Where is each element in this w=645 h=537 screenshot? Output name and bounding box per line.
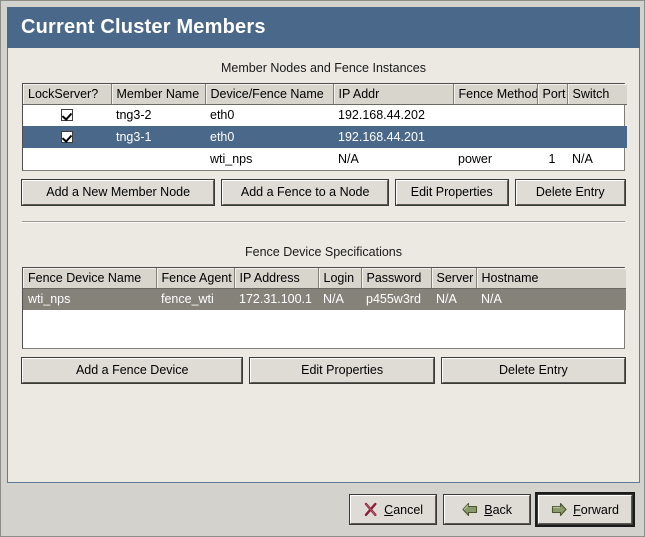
cancel-button-label: Cancel bbox=[384, 503, 423, 517]
fence-section-caption: Fence Device Specifications bbox=[244, 245, 403, 259]
cell-lockserver[interactable] bbox=[23, 126, 111, 148]
arrow-right-icon bbox=[551, 502, 567, 517]
cell-fence-agent: fence_wti bbox=[156, 288, 234, 310]
dialog-action-bar: Cancel Back Forward bbox=[7, 487, 640, 532]
cell-hostname: N/A bbox=[476, 288, 626, 310]
cell-fence-device-name: wti_nps bbox=[23, 288, 156, 310]
cell-login: N/A bbox=[318, 288, 361, 310]
col-member-name[interactable]: Member Name bbox=[111, 84, 206, 105]
delete-entry-member-button[interactable]: Delete Entry bbox=[515, 180, 625, 205]
col-hostname[interactable]: Hostname bbox=[476, 268, 626, 289]
cell-port: 1 bbox=[548, 152, 556, 166]
cell-server: N/A bbox=[431, 288, 476, 310]
back-mnemonic: B bbox=[484, 502, 493, 517]
col-fence-device-name[interactable]: Fence Device Name bbox=[23, 268, 157, 289]
table-header-row: Fence Device Name Fence Agent IP Address… bbox=[23, 268, 626, 289]
lockserver-checkbox[interactable] bbox=[61, 131, 73, 143]
cell-ip-addr: 192.168.44.201 bbox=[333, 126, 453, 148]
cell-port bbox=[537, 104, 567, 126]
arrow-left-icon bbox=[462, 502, 478, 517]
cell-lockserver bbox=[23, 148, 111, 170]
cell-lockserver[interactable] bbox=[23, 104, 111, 126]
forward-button-label: Forward bbox=[573, 503, 619, 517]
cancel-mnemonic: C bbox=[384, 502, 394, 517]
col-device-fence-name[interactable]: Device/Fence Name bbox=[205, 84, 334, 105]
section-divider bbox=[22, 221, 625, 222]
member-nodes-table: LockServer? Member Name Device/Fence Nam… bbox=[23, 84, 627, 170]
table-row[interactable]: wti_nps fence_wti 172.31.100.1 N/A p455w… bbox=[23, 288, 626, 310]
edit-properties-member-button[interactable]: Edit Properties bbox=[396, 180, 508, 205]
cell-switch bbox=[567, 104, 627, 126]
cancel-label-rest: ancel bbox=[393, 502, 424, 517]
forward-mnemonic: F bbox=[573, 502, 581, 517]
back-button-label: Back bbox=[484, 503, 512, 517]
col-fence-agent[interactable]: Fence Agent bbox=[156, 268, 235, 289]
table-row[interactable]: tng3-1 eth0 192.168.44.201 bbox=[23, 126, 627, 148]
member-section-button-row: Add a New Member Node Add a Fence to a N… bbox=[22, 180, 625, 205]
edit-properties-fence-button[interactable]: Edit Properties bbox=[250, 358, 434, 383]
cell-member-name bbox=[111, 148, 205, 170]
fence-section-button-row: Add a Fence Device Edit Properties Delet… bbox=[22, 358, 625, 383]
col-port[interactable]: Port bbox=[537, 84, 568, 105]
col-lockserver[interactable]: LockServer? bbox=[23, 84, 112, 105]
dialog-titlebar: Current Cluster Members bbox=[7, 7, 640, 48]
col-switch[interactable]: Switch bbox=[567, 84, 627, 105]
col-login[interactable]: Login bbox=[318, 268, 362, 289]
col-password[interactable]: Password bbox=[361, 268, 432, 289]
dialog-content-panel: Member Nodes and Fence Instances LockSer… bbox=[7, 48, 640, 483]
add-new-member-node-button[interactable]: Add a New Member Node bbox=[22, 180, 215, 205]
table-row[interactable]: tng3-2 eth0 192.168.44.202 bbox=[23, 104, 627, 126]
cell-ip-addr: 192.168.44.202 bbox=[338, 108, 425, 123]
cell-member-name: tng3-1 bbox=[111, 126, 205, 148]
fence-devices-table: Fence Device Name Fence Agent IP Address… bbox=[23, 268, 626, 310]
cell-ip-address: 172.31.100.1 bbox=[234, 288, 318, 310]
cell-member-name: tng3-2 bbox=[116, 108, 152, 123]
cancel-button[interactable]: Cancel bbox=[350, 495, 437, 524]
cell-fence-method bbox=[453, 104, 537, 126]
page-title: Current Cluster Members bbox=[21, 16, 266, 38]
member-nodes-table-wrap: LockServer? Member Name Device/Fence Nam… bbox=[22, 83, 627, 171]
close-x-icon bbox=[363, 502, 378, 517]
col-fence-method[interactable]: Fence Method bbox=[453, 84, 538, 105]
fence-devices-table-wrap: Fence Device Name Fence Agent IP Address… bbox=[22, 267, 626, 349]
cell-port bbox=[537, 126, 567, 148]
add-fence-to-node-button[interactable]: Add a Fence to a Node bbox=[222, 180, 389, 205]
col-ip-address[interactable]: IP Address bbox=[234, 268, 319, 289]
cell-device-fence-name: eth0 bbox=[205, 126, 333, 148]
cell-fence-method: power bbox=[458, 152, 493, 166]
forward-button[interactable]: Forward bbox=[538, 495, 632, 524]
cell-device-fence-name: eth0 bbox=[210, 108, 235, 123]
delete-entry-fence-button[interactable]: Delete Entry bbox=[441, 358, 625, 383]
cell-device-fence-name: wti_nps bbox=[210, 152, 253, 166]
back-label-rest: ack bbox=[492, 502, 513, 517]
member-section-caption: Member Nodes and Fence Instances bbox=[221, 61, 426, 75]
cell-password: p455w3rd bbox=[361, 288, 431, 310]
col-ip-addr[interactable]: IP Addr bbox=[333, 84, 454, 105]
add-fence-device-button[interactable]: Add a Fence Device bbox=[22, 358, 243, 383]
forward-label-rest: orward bbox=[580, 502, 619, 517]
col-server[interactable]: Server bbox=[431, 268, 477, 289]
cell-switch: N/A bbox=[572, 152, 593, 166]
table-row[interactable]: wti_nps N/A power 1 N/A bbox=[23, 148, 627, 170]
cell-switch bbox=[567, 126, 627, 148]
cell-fence-method bbox=[453, 126, 537, 148]
table-header-row: LockServer? Member Name Device/Fence Nam… bbox=[23, 84, 627, 105]
lockserver-checkbox[interactable] bbox=[61, 109, 73, 122]
back-button[interactable]: Back bbox=[444, 495, 531, 524]
cell-ip-addr: N/A bbox=[338, 152, 359, 166]
